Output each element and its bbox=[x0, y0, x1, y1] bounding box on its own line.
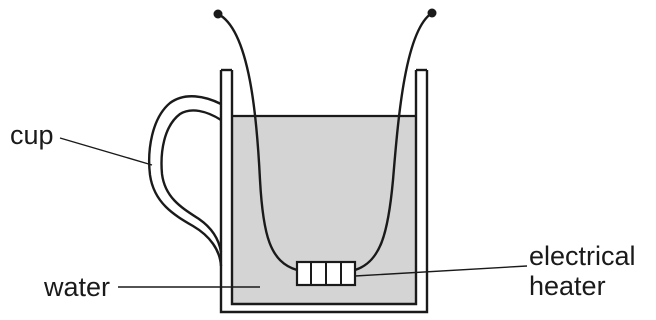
heater-label-line-1: electrical bbox=[529, 241, 636, 271]
wire-terminal-right bbox=[427, 8, 437, 18]
cup-leader-line bbox=[59, 137, 153, 166]
cup-inner-wall bbox=[230, 70, 418, 306]
cup-label: cup bbox=[10, 120, 54, 150]
heater-label-line-2: heater bbox=[529, 271, 606, 301]
electrical-heater-label: electrical heater bbox=[529, 241, 636, 301]
heater-wire-right bbox=[354, 11, 433, 272]
cup-handle-inner bbox=[160, 109, 223, 253]
heater-leader-line bbox=[354, 265, 528, 277]
heater-wire-left bbox=[217, 12, 298, 272]
electrical-heater bbox=[295, 260, 357, 287]
cup-outer-wall bbox=[219, 70, 429, 314]
cup-handle-outer bbox=[148, 95, 223, 267]
wire-terminal-left bbox=[213, 9, 223, 19]
water-label: water bbox=[44, 272, 111, 302]
